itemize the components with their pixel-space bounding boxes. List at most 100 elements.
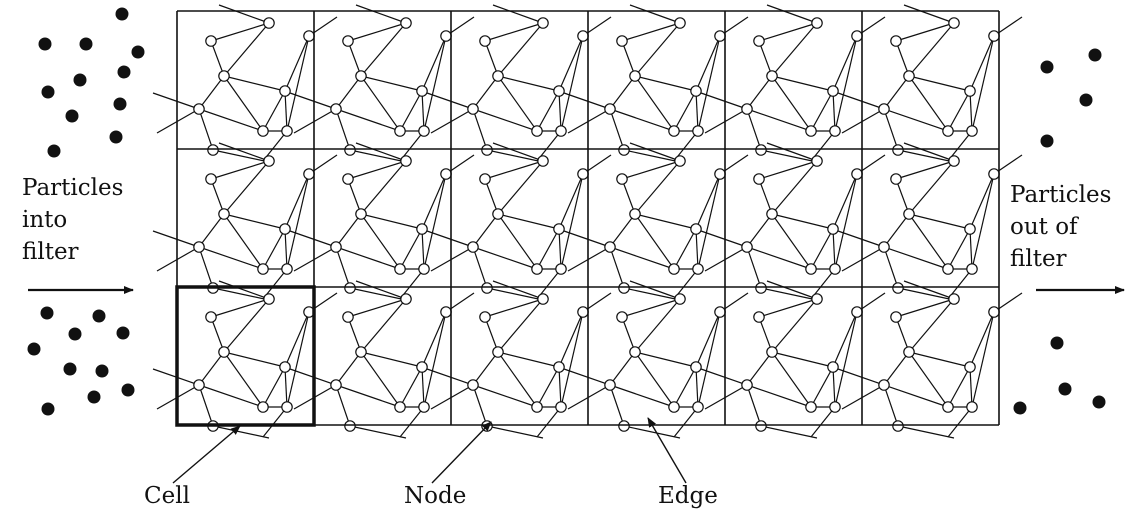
edge-line (360, 213, 423, 230)
node-circle (766, 70, 778, 82)
edge-line (421, 173, 447, 230)
edge-line (335, 384, 401, 408)
edge-line (908, 351, 971, 368)
node-circle (741, 379, 753, 391)
node-circle (851, 306, 863, 318)
edge-line (837, 230, 885, 248)
node-circle (948, 293, 960, 305)
particle (68, 327, 82, 341)
edge-line (837, 92, 885, 110)
edge-line (284, 173, 310, 230)
highlighted-cell (175, 285, 316, 427)
edge-line (360, 160, 407, 215)
particle (1013, 401, 1027, 415)
node-circle (303, 30, 315, 42)
edge-line (156, 246, 200, 272)
edge-line (426, 92, 474, 110)
edge-label: Edge (658, 483, 718, 509)
particle (1040, 60, 1054, 74)
edge-line (771, 75, 834, 92)
edge-line (832, 35, 858, 92)
edge-line (629, 142, 681, 162)
node-circle (753, 35, 765, 47)
edge-line (223, 213, 264, 270)
edge-line (908, 213, 949, 270)
node-circle (892, 420, 904, 432)
edge-line (472, 246, 538, 270)
edge-line (492, 142, 544, 162)
edge-line (262, 90, 286, 132)
edge-line (634, 22, 681, 77)
edge-line (947, 366, 971, 408)
edge-line (766, 280, 818, 300)
edge-line (746, 384, 812, 408)
node-circle (218, 208, 230, 220)
node-circle (890, 35, 902, 47)
edge-line (700, 368, 748, 386)
node-circle (553, 361, 565, 373)
node-circle (964, 361, 976, 373)
edge-line (349, 149, 407, 163)
particle (41, 402, 55, 416)
edge-line (335, 246, 351, 289)
edge-line (969, 311, 995, 368)
edge-line (223, 298, 270, 353)
edge-line (536, 228, 560, 270)
particle (87, 390, 101, 404)
edge-line (832, 90, 836, 132)
edge-line (335, 75, 362, 110)
edge-line (746, 246, 812, 270)
edge-line (360, 75, 401, 132)
node-circle (281, 125, 293, 137)
edge-line (841, 246, 885, 272)
edge-line (293, 246, 337, 272)
edge-line (399, 90, 423, 132)
edge-line (563, 368, 611, 386)
node-circle (892, 144, 904, 156)
node-circle (604, 379, 616, 391)
node-circle (492, 70, 504, 82)
node-circle (531, 125, 543, 137)
edge-line (335, 213, 362, 248)
edge-line (212, 425, 270, 439)
edge-line (758, 178, 773, 215)
node-circle (257, 263, 269, 275)
node-circle (479, 311, 491, 323)
edge-line (198, 75, 225, 110)
node-circle (418, 401, 430, 413)
edge-line (430, 246, 474, 272)
node-circle (690, 361, 702, 373)
edge-line (609, 213, 636, 248)
node-circle (903, 70, 915, 82)
particle (38, 37, 52, 51)
edge-line (289, 92, 337, 110)
edge-line (497, 22, 544, 77)
node-circle (263, 155, 275, 167)
edge-line (760, 149, 818, 163)
node-circle (674, 17, 686, 29)
particle (1040, 134, 1054, 148)
edge-line (697, 311, 721, 408)
node-circle (618, 144, 630, 156)
node-circle (942, 125, 954, 137)
particle (95, 364, 109, 378)
node-circle (207, 144, 219, 156)
edge-line (472, 108, 538, 132)
node-circle (394, 401, 406, 413)
edge-line (908, 75, 971, 92)
node-circle (766, 208, 778, 220)
edge-line (289, 230, 337, 248)
edge-line (210, 178, 225, 215)
edge-line (347, 178, 362, 215)
edge-line (198, 384, 264, 408)
edge-line (347, 160, 407, 180)
edge-line (497, 351, 560, 368)
particle (115, 7, 129, 21)
edge-line (746, 351, 773, 386)
node-circle (966, 125, 978, 137)
edge-line (423, 35, 447, 132)
particles (27, 7, 1106, 416)
edge-line (497, 213, 560, 230)
particle (41, 85, 55, 99)
